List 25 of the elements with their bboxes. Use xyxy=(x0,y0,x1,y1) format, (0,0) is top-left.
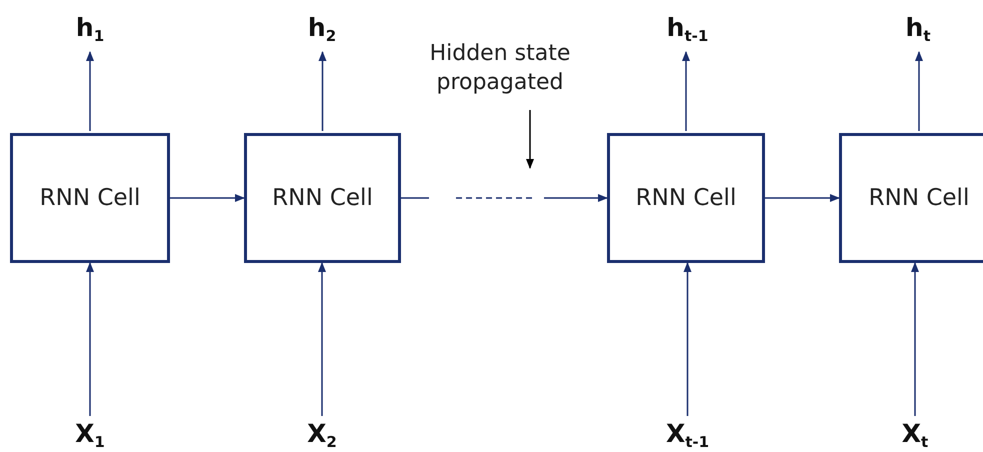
output-label: h$_{2}$ xyxy=(308,13,336,45)
arrow xyxy=(170,194,245,202)
arrow xyxy=(915,51,923,131)
rnn-cell-box: RNN Cell xyxy=(839,133,983,263)
output-label: h$_{t-1}$ xyxy=(666,13,708,45)
output-label: h$_{1}$ xyxy=(76,13,104,45)
rnn-cell-box: RNN Cell xyxy=(10,133,170,263)
rnn-cell-box: RNN Cell xyxy=(607,133,765,263)
arrow xyxy=(86,262,94,416)
arrow xyxy=(401,194,608,202)
arrow xyxy=(682,51,690,131)
input-label: X$_{t}$ xyxy=(902,419,928,451)
input-label: X$_{2}$ xyxy=(307,419,337,451)
output-label: h$_{t}$ xyxy=(906,13,930,45)
arrow xyxy=(526,110,534,169)
rnn-cell-box: RNN Cell xyxy=(244,133,401,263)
input-label: X$_{t-1}$ xyxy=(666,419,710,451)
annotation-text: Hidden state propagated xyxy=(428,40,572,97)
arrow xyxy=(318,262,326,416)
arrow xyxy=(86,51,94,131)
arrow xyxy=(765,194,840,202)
input-label: X$_{1}$ xyxy=(75,419,105,451)
arrow xyxy=(318,51,326,131)
arrow xyxy=(911,262,919,416)
arrow xyxy=(684,262,692,416)
